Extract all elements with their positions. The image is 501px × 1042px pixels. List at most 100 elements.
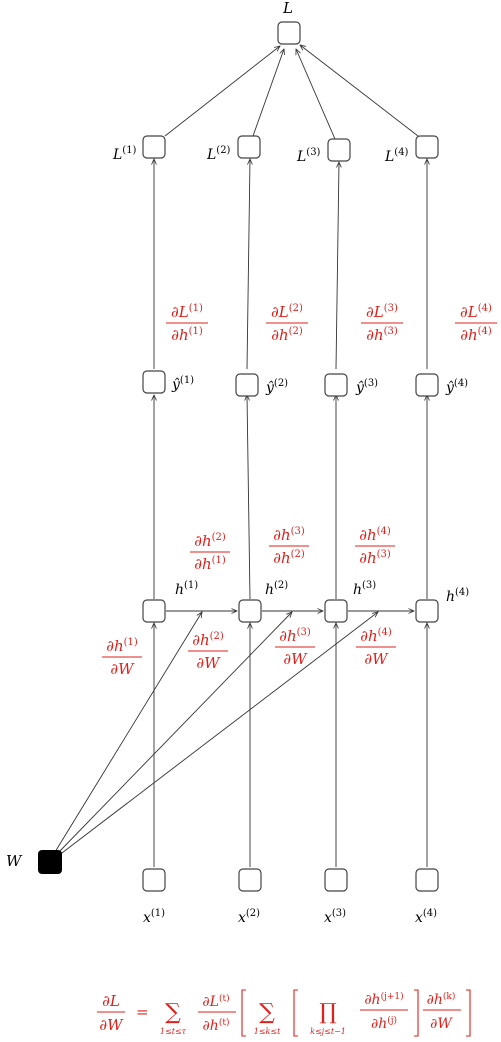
svg-text:∂W: ∂W	[283, 650, 308, 668]
node-hidden-4	[415, 599, 439, 623]
bptt-formula: ∂L ∂W = ∑ 1≤t≤τ ∂L(t) ∂h(t) ∑ 1≤k≤t ∏ k≤…	[97, 989, 471, 1037]
formula-sum-k: ∑	[259, 1000, 275, 1025]
label-loss-1: L(1)	[112, 145, 137, 163]
label-weight: W	[6, 852, 23, 870]
label-hidden-4: h(4)	[446, 587, 469, 605]
formula-loss-num: ∂L(t)	[202, 993, 229, 1010]
svg-text:∂h(3): ∂h(3)	[359, 549, 391, 567]
grad-loss-hidden-3: ∂L(3) ∂h(3)	[361, 303, 403, 344]
svg-text:∂h(3): ∂h(3)	[366, 326, 398, 344]
formula-lhs-den: ∂W	[99, 1016, 124, 1034]
formula-loss-den: ∂h(t)	[203, 1017, 230, 1034]
edge-y2-L2	[246, 159, 250, 370]
edge-y3-L3	[335, 162, 339, 370]
label-input-4: x(4)	[415, 908, 437, 926]
edge-L1-L	[164, 46, 280, 137]
svg-text:∂h(2): ∂h(2)	[192, 631, 224, 649]
formula-sum-t-range: 1≤t≤τ	[160, 1027, 187, 1036]
node-labels: L W L(1) L(2) L(3) L(4) ŷ(1) ŷ(2) ŷ(3) ŷ…	[6, 0, 469, 926]
label-input-2: x(2)	[238, 908, 260, 926]
edge-W-h2h3	[56, 612, 292, 855]
svg-text:∂h(3): ∂h(3)	[273, 526, 305, 544]
formula-prod: ∏	[319, 1000, 337, 1025]
svg-text:∂W: ∂W	[196, 654, 221, 672]
node-input-1	[142, 868, 166, 892]
gradient-labels: ∂L(1) ∂h(1) ∂L(2) ∂h(2) ∂L(3) ∂h(3) ∂L(4…	[102, 303, 497, 678]
formula-trans-den: ∂h(j)	[371, 1015, 397, 1032]
grad-hidden-hidden-1: ∂h(2) ∂h(1)	[190, 532, 230, 573]
svg-text:∂h(1): ∂h(1)	[106, 637, 138, 655]
svg-text:∂h(1): ∂h(1)	[194, 555, 226, 573]
svg-text:∂L(4): ∂L(4)	[460, 303, 492, 321]
node-loss-1	[142, 135, 166, 159]
label-loss-4: L(4)	[384, 147, 409, 165]
node-output-4	[415, 373, 439, 397]
grad-loss-hidden-2: ∂L(2) ∂h(2)	[266, 303, 308, 344]
label-output-2: ŷ(2)	[265, 378, 288, 396]
label-hidden-1: h(1)	[175, 580, 198, 598]
grad-hidden-hidden-2: ∂h(3) ∂h(2)	[269, 526, 309, 567]
formula-w-den: ∂W	[430, 1016, 453, 1032]
svg-text:∂W: ∂W	[110, 660, 135, 678]
edge-W-h1h2	[54, 612, 202, 853]
label-hidden-3: h(3)	[353, 580, 376, 598]
node-loss-3	[327, 138, 351, 162]
formula-equals: =	[136, 1003, 149, 1021]
nodes	[38, 21, 439, 892]
formula-sum-k-range: 1≤k≤t	[254, 1027, 281, 1036]
grad-hidden-hidden-3: ∂h(4) ∂h(3)	[355, 526, 395, 567]
svg-text:∂h(4): ∂h(4)	[460, 326, 492, 344]
edge-L2-L	[252, 49, 284, 137]
svg-text:∂L(3): ∂L(3)	[366, 303, 398, 321]
node-input-4	[415, 868, 439, 892]
grad-hidden-weight-4: ∂h(4) ∂W	[356, 627, 396, 668]
node-hidden-2	[238, 599, 262, 623]
formula-lhs-num: ∂L	[102, 992, 120, 1010]
grad-hidden-weight-1: ∂h(1) ∂W	[102, 637, 142, 678]
svg-text:∂h(2): ∂h(2)	[194, 532, 226, 550]
svg-text:∂L(2): ∂L(2)	[271, 303, 303, 321]
node-output-2	[235, 373, 259, 397]
edge-L3-L	[296, 49, 336, 140]
label-loss-2: L(2)	[206, 145, 231, 163]
label-output-4: ŷ(4)	[445, 378, 468, 396]
node-loss-4	[415, 135, 439, 159]
node-input-2	[238, 868, 262, 892]
grad-hidden-weight-3: ∂h(3) ∂W	[275, 627, 315, 668]
label-input-1: x(1)	[143, 908, 165, 926]
grad-loss-hidden-1: ∂L(1) ∂h(1)	[166, 303, 208, 344]
grad-hidden-weight-2: ∂h(2) ∂W	[188, 631, 228, 672]
label-hidden-2: h(2)	[265, 580, 288, 598]
node-output-3	[324, 373, 348, 397]
label-input-3: x(3)	[324, 908, 346, 926]
formula-w-num: ∂h(k)	[427, 991, 456, 1008]
formula-sum-t: ∑	[165, 1000, 181, 1025]
node-weight	[38, 850, 62, 874]
edge-L4-L	[300, 45, 419, 137]
svg-text:∂L(1): ∂L(1)	[171, 303, 203, 321]
label-output-3: ŷ(3)	[355, 378, 378, 396]
edge-W-h3h4	[57, 612, 378, 857]
node-hidden-1	[142, 599, 166, 623]
label-output-1: ŷ(1)	[171, 375, 194, 393]
node-loss-2	[237, 135, 261, 159]
svg-text:∂h(3): ∂h(3)	[279, 627, 311, 645]
node-output-1	[142, 370, 166, 394]
svg-text:∂h(1): ∂h(1)	[171, 326, 203, 344]
formula-prod-range: k≤j≤t−1	[310, 1027, 346, 1036]
edge-h2-y2	[247, 395, 251, 600]
node-loss-total	[277, 21, 301, 45]
svg-text:∂W: ∂W	[364, 650, 389, 668]
svg-text:∂h(4): ∂h(4)	[359, 526, 391, 544]
svg-text:∂h(2): ∂h(2)	[273, 549, 305, 567]
node-input-3	[324, 868, 348, 892]
label-loss-total: L	[282, 0, 293, 17]
edges	[54, 45, 427, 867]
grad-loss-hidden-4: ∂L(4) ∂h(4)	[455, 303, 497, 344]
node-hidden-3	[324, 599, 348, 623]
formula-trans-num: ∂h(j+1)	[364, 991, 403, 1008]
svg-text:∂h(2): ∂h(2)	[271, 326, 303, 344]
svg-text:∂h(4): ∂h(4)	[360, 627, 392, 645]
